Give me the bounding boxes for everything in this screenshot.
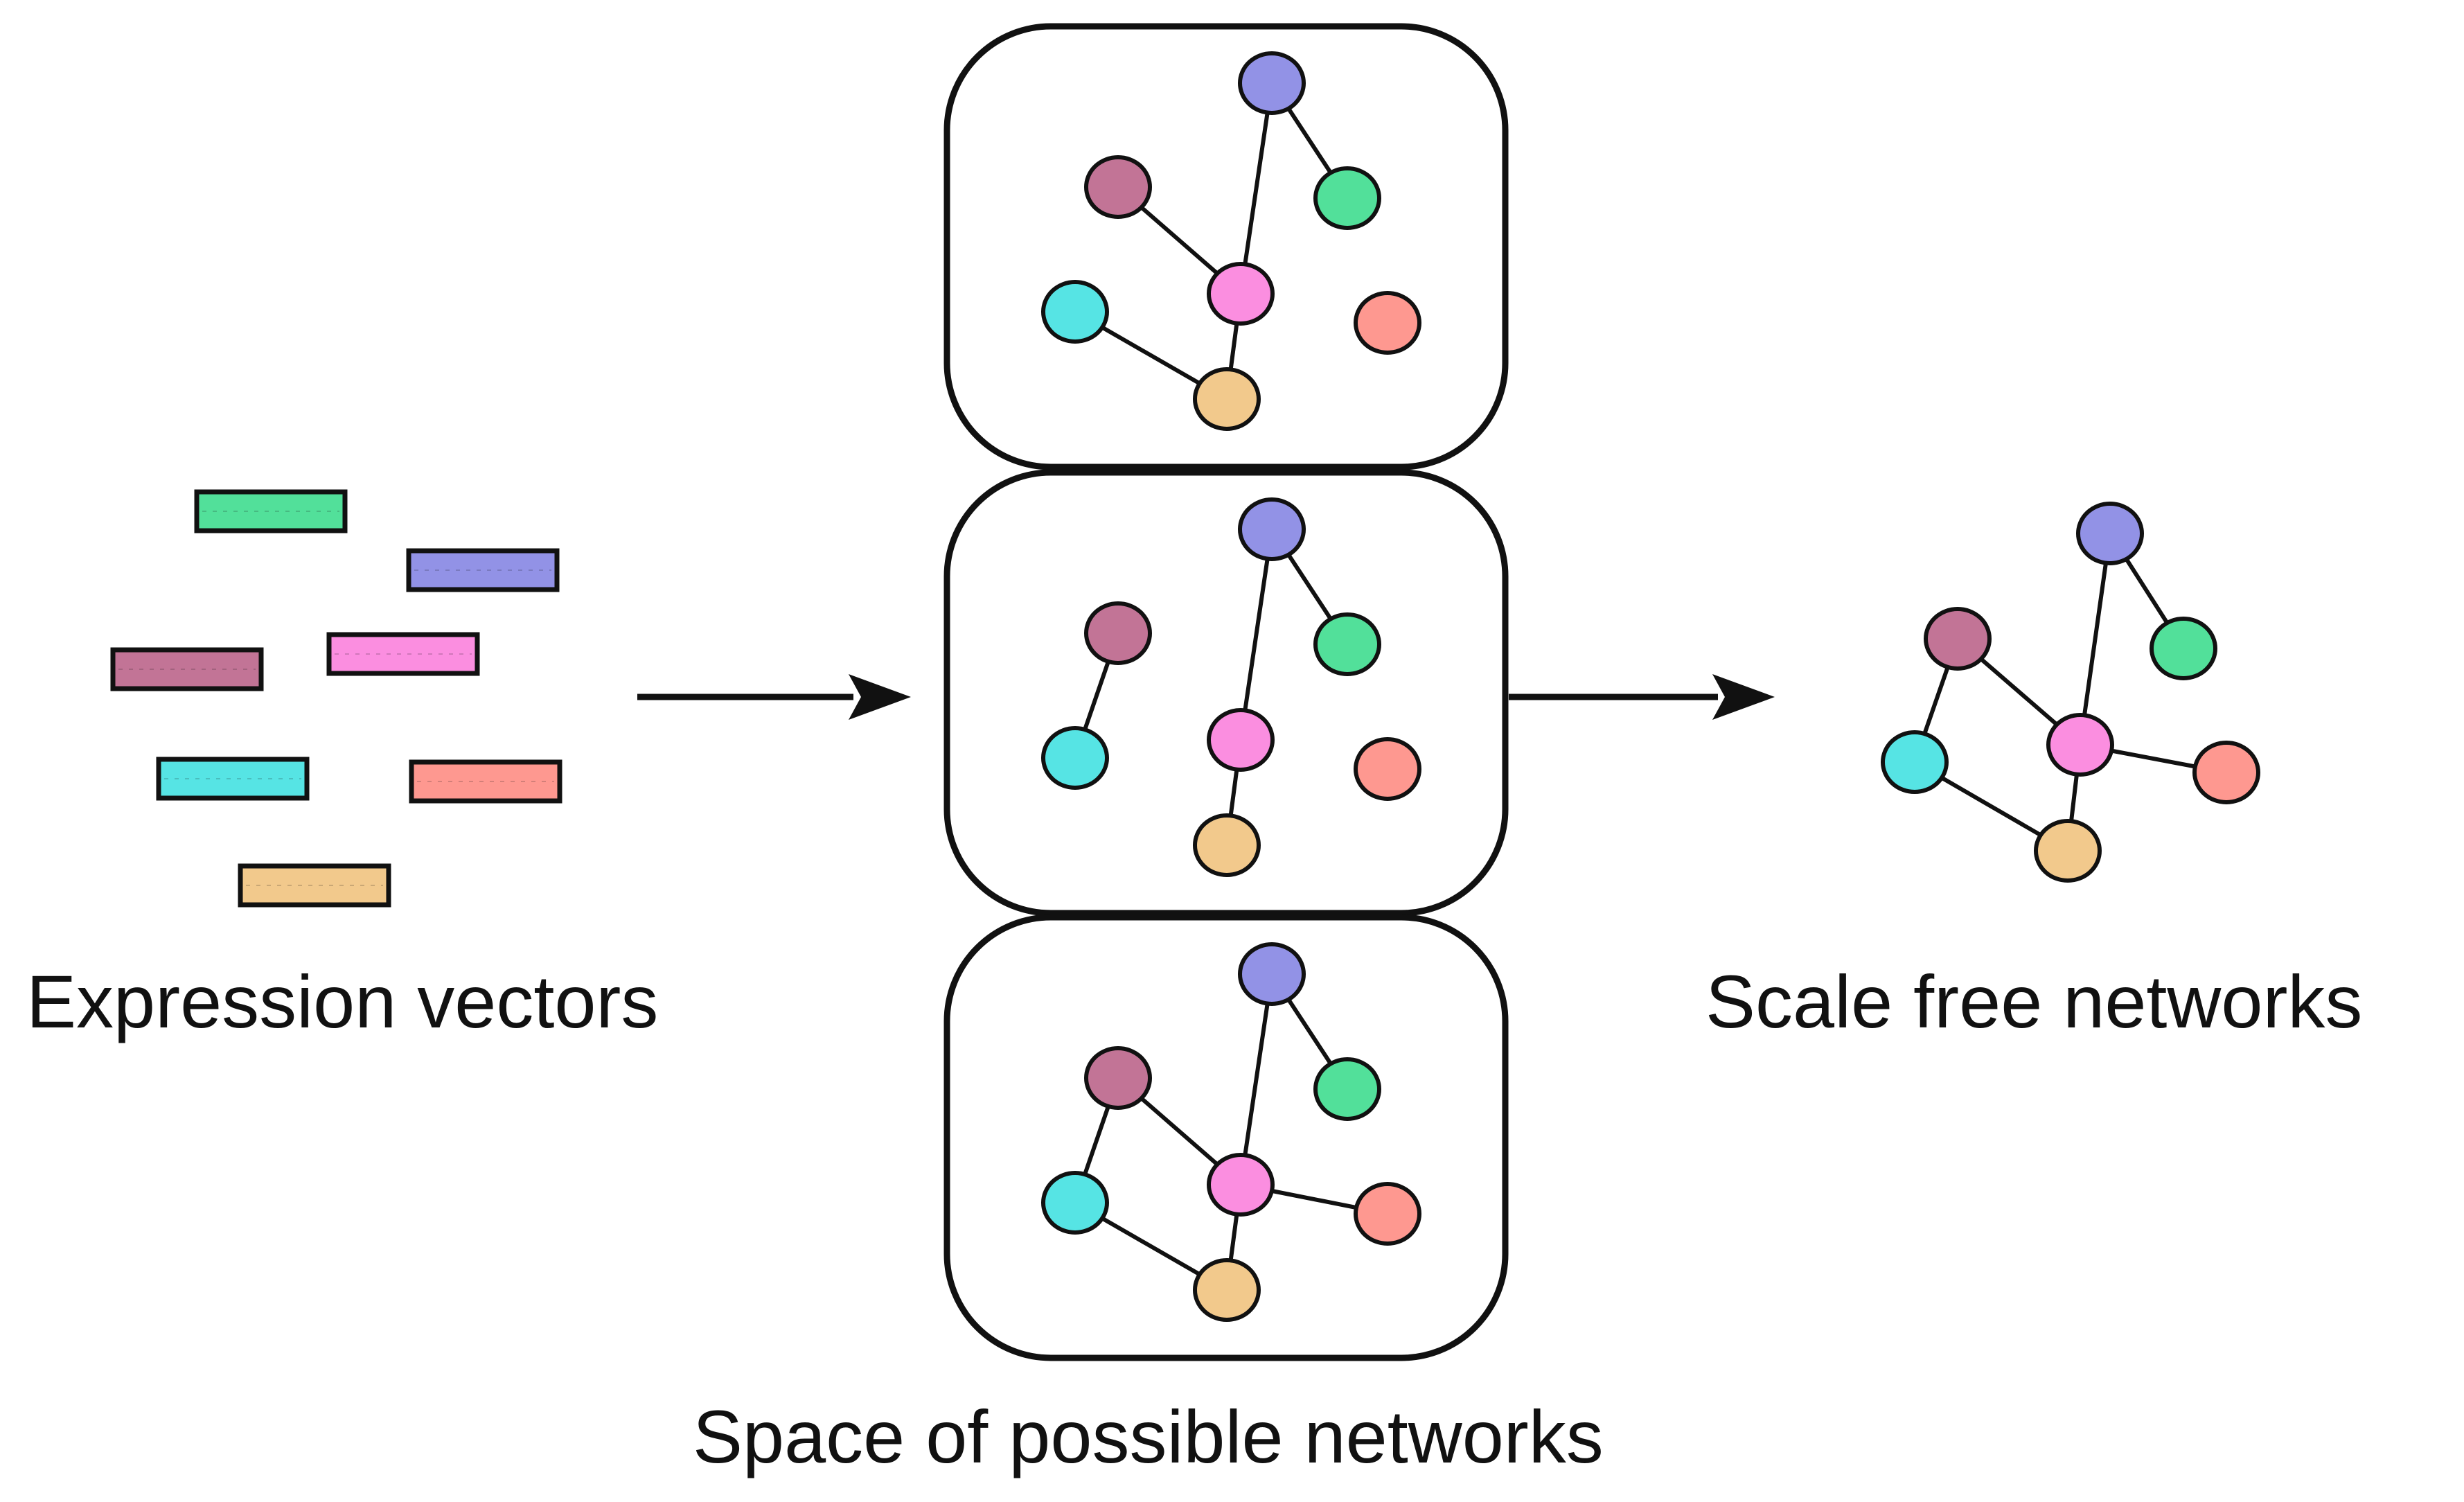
- candidate-2-edge-purple-pink: [1239, 529, 1274, 741]
- network-box-frame: [943, 23, 1509, 470]
- candidate-2-node-tan: [1193, 813, 1261, 877]
- candidate-3-node-mauve: [1084, 1046, 1152, 1110]
- network-box-frame: [943, 914, 1509, 1361]
- candidate-1-node-tan: [1193, 367, 1261, 431]
- scale-free-node-mauve: [1924, 607, 1992, 671]
- candidate-1-node-salmon: [1354, 291, 1421, 355]
- candidate-3-node-tan: [1193, 1258, 1261, 1322]
- expression-vectors-group: [110, 489, 562, 908]
- candidate-2-node-purple: [1238, 497, 1306, 561]
- expression-vector-tan: [238, 863, 391, 908]
- scale-free-node-pink: [2046, 713, 2114, 777]
- scale-free-networks-label: Scale free networks: [1705, 960, 2363, 1043]
- scale-free-node-tan: [2034, 819, 2102, 883]
- scale-free-node-salmon: [2192, 741, 2260, 804]
- arrow-head-right: [1712, 674, 1775, 720]
- expression-vector-mauve: [110, 647, 264, 691]
- scale-free-node-green: [2150, 617, 2217, 680]
- candidate-1-node-green: [1313, 166, 1381, 230]
- candidate-2-node-pink: [1207, 708, 1275, 772]
- scale-free-edge-purple-pink: [2078, 533, 2112, 745]
- candidate-2-node-cyan: [1041, 726, 1109, 790]
- arrow-head-left: [849, 674, 911, 720]
- network-box-frame: [943, 469, 1509, 917]
- network-space-label: Space of possible networks: [693, 1395, 1604, 1478]
- candidate-network-box-3: [943, 914, 1509, 1361]
- candidate-2-node-green: [1313, 612, 1381, 676]
- candidate-network-box-1: [943, 23, 1509, 470]
- candidate-1-node-purple: [1238, 51, 1306, 115]
- expression-vector-salmon: [409, 759, 562, 804]
- expression-vector-pink: [326, 632, 480, 676]
- candidate-3-node-purple: [1238, 942, 1306, 1006]
- scale-free-network: [1881, 502, 2260, 883]
- expression-vectors-label: Expression vectors: [26, 960, 659, 1043]
- candidate-2-node-salmon: [1354, 737, 1421, 801]
- scale-free-node-cyan: [1881, 730, 1949, 794]
- candidate-3-edge-purple-pink: [1239, 973, 1274, 1185]
- expression-vector-purple: [406, 548, 560, 592]
- candidate-3-node-salmon: [1354, 1182, 1421, 1246]
- candidate-3-node-green: [1313, 1057, 1381, 1121]
- candidate-1-node-cyan: [1041, 280, 1109, 344]
- network-space-stack: [943, 23, 1509, 1361]
- candidate-network-box-2: [943, 469, 1509, 917]
- expression-vector-green: [194, 489, 348, 533]
- candidate-1-edge-purple-pink: [1239, 82, 1274, 294]
- candidate-1-node-mauve: [1084, 155, 1152, 219]
- expression-vector-cyan: [156, 757, 310, 801]
- candidate-3-node-pink: [1207, 1153, 1275, 1217]
- candidate-3-node-cyan: [1041, 1171, 1109, 1235]
- candidate-2-node-mauve: [1084, 601, 1152, 665]
- candidate-1-node-pink: [1207, 262, 1275, 326]
- scale-free-node-purple: [2076, 502, 2144, 565]
